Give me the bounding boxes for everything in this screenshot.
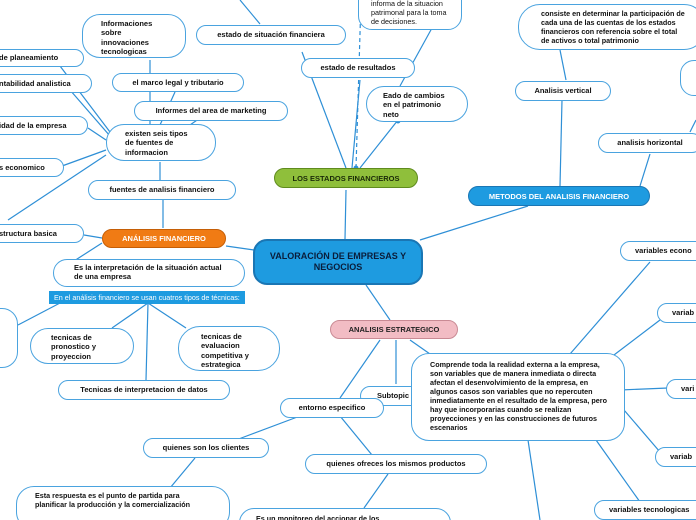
note-tecnicas[interactable]: En el análisis financiero se usan cuatro… [49, 291, 245, 304]
node-variables-1[interactable]: variab [657, 303, 696, 323]
node-informes-marketing[interactable]: Informes del area de marketing [134, 101, 288, 121]
node-tecnicas-pronostico[interactable]: tecnicas de pronostico y proyeccion [30, 328, 134, 364]
node-calidad-empresa[interactable]: idad de la empresa [0, 116, 88, 135]
branch-metodos[interactable]: METODOS DEL ANALISIS FINANCIERO [468, 186, 650, 206]
node-estado-resultados[interactable]: estado de resultados [301, 58, 415, 78]
branch-analisis-estrategico[interactable]: ANALISIS ESTRATEGICO [330, 320, 458, 339]
node-economico[interactable]: s economico [0, 158, 64, 177]
node-tecnica-left[interactable] [0, 308, 18, 368]
node-variables-economicas[interactable]: variables econo [620, 241, 696, 261]
node-planeamiento[interactable]: de planeamiento [0, 49, 84, 67]
node-informaciones-tecnologicas[interactable]: Informaciones sobre innovaciones tecnolo… [82, 14, 186, 58]
node-estado-situacion[interactable]: estado de situación financiera [196, 25, 346, 45]
node-quienes-clientes[interactable]: quienes son los clientes [143, 438, 269, 458]
node-respuesta[interactable]: Esta respuesta es el punto de partida pa… [16, 486, 230, 520]
node-tecnicas-competitiva[interactable]: tecnicas de evaluacion competitiva y est… [178, 326, 280, 371]
node-entorno-especifico[interactable]: entorno especifico [280, 398, 384, 418]
central-topic[interactable]: VALORACIÓN DE EMPRESAS Y NEGOCIOS [253, 239, 423, 285]
node-variables-3[interactable]: variab [655, 447, 696, 467]
node-seis-fuentes[interactable]: existen seis tipos de fuentes de informa… [106, 124, 216, 161]
node-tecnicas-interpretacion[interactable]: Tecnicas de interpretacion de datos [58, 380, 230, 400]
node-monitoreo[interactable]: Es un monitoreo del accionar de los [239, 508, 451, 520]
branch-estados-financieros[interactable]: LOS ESTADOS FINANCIEROS [274, 168, 418, 188]
node-analisis-vertical[interactable]: Analisis vertical [515, 81, 611, 101]
node-entorno-descripcion[interactable]: Comprende toda la realidad externa a la … [411, 353, 625, 441]
node-variables-tecnologicas[interactable]: variables tecnologicas [594, 500, 696, 520]
node-definicion[interactable]: Es la interpretación de la situación act… [53, 259, 245, 287]
node-contabilidad[interactable]: ntabilidad analistica [0, 74, 92, 93]
node-fuentes-analisis[interactable]: fuentes de analisis financiero [88, 180, 236, 200]
node-horizontal-sub[interactable] [680, 60, 696, 96]
node-informa-situacion[interactable]: informa de la situacion patrimonal para … [358, 0, 462, 30]
node-estructura-basica[interactable]: structura basica [0, 224, 84, 243]
node-quienes-ofrecen[interactable]: quienes ofreces los mismos productos [305, 454, 487, 474]
node-variables-2[interactable]: vari [666, 379, 696, 399]
node-vertical-descripcion[interactable]: consiste en determinar la participación … [518, 4, 696, 50]
node-cambios-patrimonio[interactable]: Eado de cambios en el patrimonio neto [366, 86, 468, 122]
branch-analisis-financiero[interactable]: ANÁLISIS FINANCIERO [102, 229, 226, 248]
node-marco-legal[interactable]: el marco legal y tributario [112, 73, 244, 92]
node-analisis-horizontal[interactable]: analisis horizontal [598, 133, 696, 153]
